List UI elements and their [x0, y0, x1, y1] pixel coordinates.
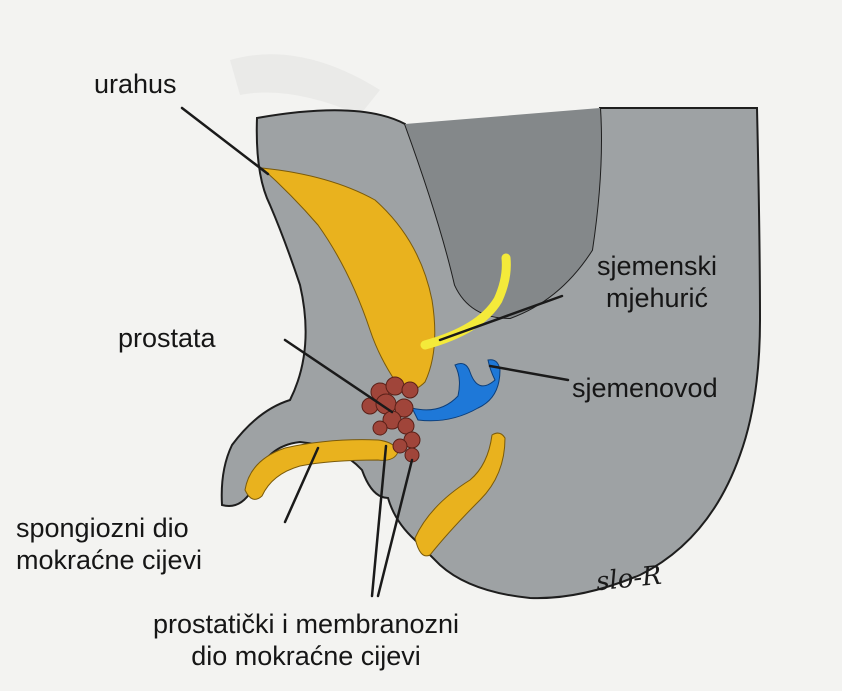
background-tissue: [230, 54, 380, 115]
label-vas-deferens: sjemenovod: [572, 372, 718, 404]
label-spongy-urethra: spongiozni dio mokraćne cijevi: [16, 512, 202, 576]
label-seminal-vesicle-line2: mjehurić: [562, 282, 752, 314]
leader-urahus: [182, 108, 268, 174]
label-prostatic-membranous-urethra: prostatički i membranozni dio mokraćne c…: [86, 608, 526, 672]
label-prostatic-line2: dio mokraćne cijevi: [86, 640, 526, 672]
label-urahus: urahus: [94, 68, 177, 100]
label-seminal-vesicle: sjemenski mjehurić: [562, 250, 752, 314]
label-seminal-vesicle-line1: sjemenski: [562, 250, 752, 282]
label-prostate: prostata: [118, 322, 216, 354]
label-spongy-urethra-line1: spongiozni dio: [16, 512, 202, 544]
label-spongy-urethra-line2: mokraćne cijevi: [16, 544, 202, 576]
label-prostatic-line1: prostatički i membranozni: [86, 608, 526, 640]
